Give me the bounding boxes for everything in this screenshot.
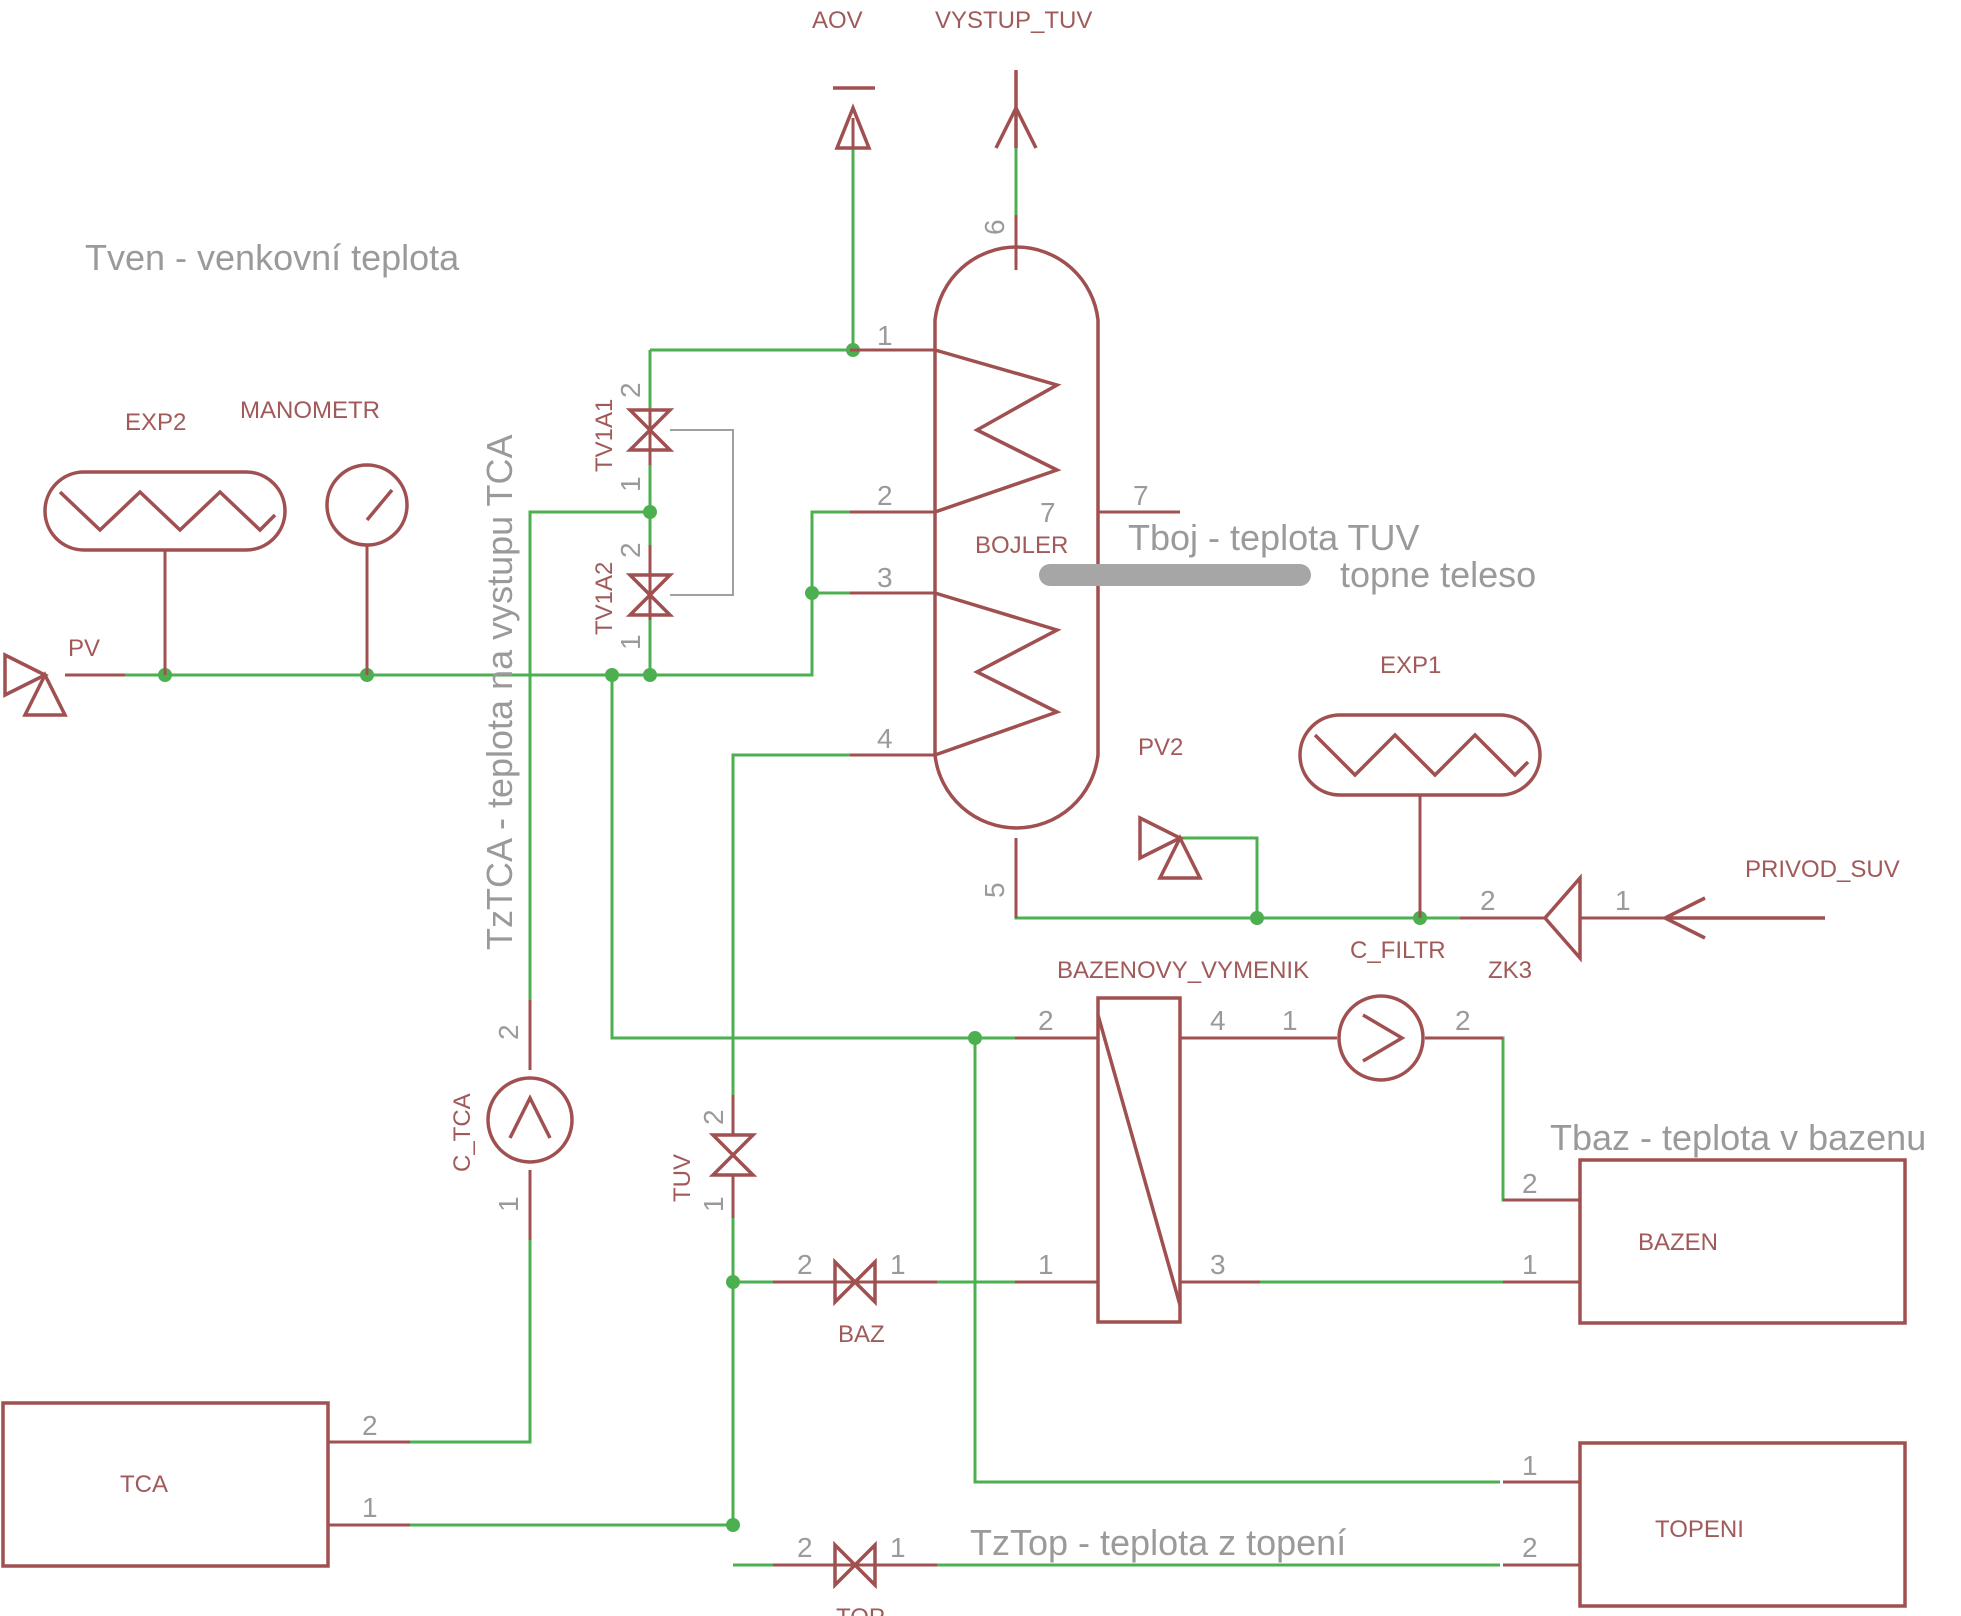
vystup-tuv-arrow-icon bbox=[994, 70, 1038, 149]
pin-numbers: 6 1 2 3 4 7 7 5 2 1 2 1 2 1 2 1 2 1 2 4 … bbox=[362, 219, 1631, 1563]
tv1a2-pin-2: 2 bbox=[615, 542, 646, 558]
bazenovy-vymenik-label: BAZENOVY_VYMENIK bbox=[1057, 957, 1309, 984]
vystup-tuv-label: VYSTUP_TUV bbox=[935, 7, 1092, 34]
pump-pin-2: 2 bbox=[1455, 1005, 1471, 1036]
tuv-label: TUV bbox=[669, 1154, 696, 1202]
zk3-check-valve-icon bbox=[1542, 873, 1582, 963]
manometr-label: MANOMETR bbox=[240, 397, 380, 424]
zk3-label: ZK3 bbox=[1488, 957, 1532, 984]
bojler-pin-1: 1 bbox=[877, 320, 893, 351]
tca-pin-2: 2 bbox=[362, 1410, 378, 1441]
component-labels: AOV VYSTUP_TUV EXP2 MANOMETR PV TV1A1 TV… bbox=[68, 7, 1900, 1616]
aov-vent-icon bbox=[833, 86, 875, 150]
c-filtr-label: C_FILTR bbox=[1350, 937, 1446, 964]
bazenovy-vymenik-exchanger bbox=[1096, 996, 1182, 1324]
tbaz-note: Tbaz - teplota v bazenu bbox=[1550, 1117, 1926, 1158]
tboj-note: Tboj - teplota TUV bbox=[1128, 517, 1419, 558]
bazen-pin-2: 2 bbox=[1522, 1168, 1538, 1199]
exp2-label: EXP2 bbox=[125, 409, 186, 436]
tv1a1-valve-icon bbox=[625, 408, 734, 596]
topeni-pin-2: 2 bbox=[1522, 1532, 1538, 1563]
topeni-pin-1: 1 bbox=[1522, 1450, 1538, 1481]
exp2-expansion-tank-icon bbox=[43, 470, 287, 552]
vymenik-pin-3: 3 bbox=[1210, 1249, 1226, 1280]
baz-pin-2: 2 bbox=[797, 1249, 813, 1280]
exp1-label: EXP1 bbox=[1380, 652, 1441, 679]
pv-safety-valve-icon bbox=[3, 652, 68, 717]
tca-block bbox=[1, 1401, 330, 1568]
tztca-note: TzTCA - teplota na vystupu TCA bbox=[479, 434, 520, 950]
bojler-pin-2: 2 bbox=[877, 480, 893, 511]
c-tca-pump-icon bbox=[486, 1076, 574, 1164]
bazen-pump-icon bbox=[1337, 994, 1425, 1082]
tuv-pin-1: 1 bbox=[698, 1196, 729, 1212]
vymenik-pin-1: 1 bbox=[1038, 1249, 1054, 1280]
exp1-expansion-tank-icon bbox=[1298, 713, 1542, 797]
zk3-pin-1: 1 bbox=[1615, 885, 1631, 916]
pv2-safety-valve-icon bbox=[1138, 815, 1203, 880]
c-tca-pin-1: 1 bbox=[493, 1196, 524, 1212]
baz-valve-icon bbox=[833, 1257, 877, 1307]
wires bbox=[125, 148, 1665, 1567]
tv1a2-label: TV1A2 bbox=[591, 562, 618, 635]
annotation-notes: Tven - venkovní teplota TzTCA - teplota … bbox=[85, 237, 1926, 1563]
bazen-block bbox=[1578, 1158, 1907, 1325]
tuv-pin-2: 2 bbox=[698, 1109, 729, 1125]
c-tca-label: C_TCA bbox=[449, 1093, 476, 1172]
vymenik-pin-4: 4 bbox=[1210, 1005, 1226, 1036]
bojler-pin-6: 6 bbox=[979, 219, 1010, 235]
tv1a1-pin-2: 2 bbox=[615, 382, 646, 398]
zk3-pin-2: 2 bbox=[1480, 885, 1496, 916]
top-pin-1: 1 bbox=[890, 1532, 906, 1563]
pv2-label: PV2 bbox=[1138, 734, 1183, 761]
top-pin-2: 2 bbox=[797, 1532, 813, 1563]
bojler-label: BOJLER bbox=[975, 532, 1068, 559]
bojler-pin-7: 7 bbox=[1133, 480, 1149, 511]
baz-label: BAZ bbox=[838, 1321, 885, 1348]
vymenik-pin-2: 2 bbox=[1038, 1005, 1054, 1036]
top-valve-icon bbox=[833, 1540, 877, 1590]
pump-pin-1: 1 bbox=[1282, 1005, 1298, 1036]
bazen-pin-1: 1 bbox=[1522, 1249, 1538, 1280]
topne-teleso-note: topne teleso bbox=[1340, 554, 1536, 595]
tven-note: Tven - venkovní teplota bbox=[85, 237, 460, 278]
c-tca-pin-2: 2 bbox=[493, 1024, 524, 1040]
tv1a2-pin-1: 1 bbox=[615, 634, 646, 650]
manometr-gauge-icon bbox=[325, 463, 409, 547]
baz-pin-1: 1 bbox=[890, 1249, 906, 1280]
tv1a2-valve-icon bbox=[625, 573, 675, 617]
privod-suv-label: PRIVOD_SUV bbox=[1745, 856, 1900, 883]
privod-suv-arrow-icon bbox=[1661, 896, 1825, 940]
bojler-pin-7-inner: 7 bbox=[1040, 497, 1056, 528]
topeni-label: TOPENI bbox=[1655, 1516, 1744, 1543]
tztop-note: TzTop - teplota z topení bbox=[970, 1522, 1346, 1563]
tv1a1-pin-1: 1 bbox=[615, 476, 646, 492]
bojler-tank bbox=[933, 245, 1100, 830]
bazen-label: BAZEN bbox=[1638, 1229, 1718, 1256]
top-label: TOP bbox=[836, 1604, 885, 1616]
topeni-block bbox=[1578, 1441, 1907, 1608]
tuv-valve-icon bbox=[708, 1133, 758, 1177]
bojler-pin-3: 3 bbox=[877, 562, 893, 593]
bojler-pin-4: 4 bbox=[877, 723, 893, 754]
tca-label: TCA bbox=[120, 1471, 168, 1498]
tca-pin-1: 1 bbox=[362, 1492, 378, 1523]
aov-label: AOV bbox=[812, 7, 863, 34]
bojler-pin-5: 5 bbox=[979, 882, 1010, 898]
pv-label: PV bbox=[68, 635, 100, 662]
tv1a1-label: TV1A1 bbox=[591, 399, 618, 472]
